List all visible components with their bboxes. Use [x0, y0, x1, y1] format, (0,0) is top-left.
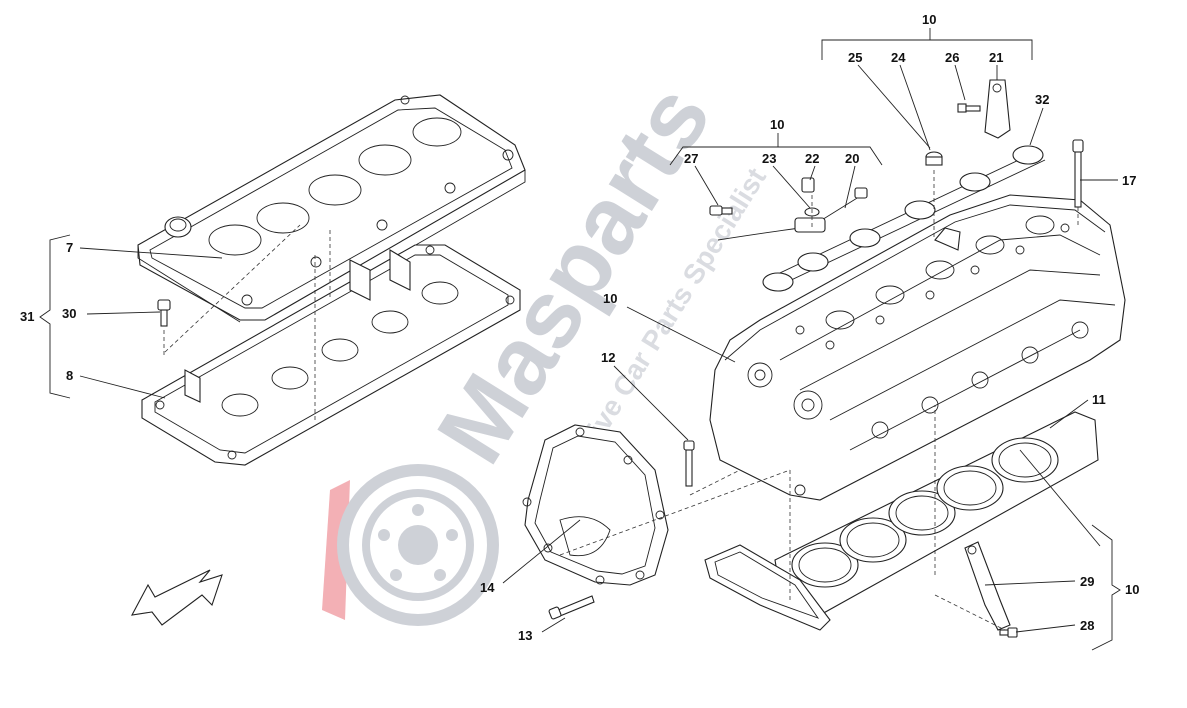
label-12: 12 — [601, 350, 615, 365]
label-20: 20 — [845, 151, 859, 166]
bolt-28 — [999, 627, 1018, 638]
label-13: 13 — [518, 628, 532, 643]
part-labels: 7 30 8 31 10 25 24 26 21 32 10 27 23 22 … — [20, 12, 1139, 643]
label-10-bottom: 10 — [1125, 582, 1139, 597]
bolt-27 — [709, 205, 733, 216]
bolt-12 — [683, 440, 695, 487]
label-29: 29 — [1080, 574, 1094, 589]
label-24: 24 — [891, 50, 906, 65]
label-26: 26 — [945, 50, 959, 65]
label-27: 27 — [684, 151, 698, 166]
label-23: 23 — [762, 151, 776, 166]
head-bolt-17 — [1072, 139, 1084, 208]
timing-cover-14 — [522, 424, 669, 586]
label-21: 21 — [989, 50, 1003, 65]
bolt-26 — [957, 103, 981, 113]
bolt-13 — [548, 595, 595, 620]
alignment-line — [934, 594, 1006, 631]
label-30: 30 — [62, 306, 76, 321]
label-7: 7 — [66, 240, 73, 255]
cylinder-head — [709, 194, 1126, 501]
label-17: 17 — [1122, 173, 1136, 188]
alignment-line — [164, 224, 301, 353]
leader-lines — [39, 28, 1121, 651]
label-8: 8 — [66, 368, 73, 383]
watermark-logo-icon — [322, 464, 499, 626]
bolt-30 — [157, 299, 171, 327]
label-32: 32 — [1035, 92, 1049, 107]
label-14: 14 — [480, 580, 495, 595]
label-28: 28 — [1080, 618, 1094, 633]
label-10-mid: 10 — [770, 117, 784, 132]
arrow-icon — [131, 569, 223, 626]
sensor-20 — [717, 187, 868, 241]
lower-gasket — [704, 544, 831, 631]
bracket-21 — [984, 79, 1011, 139]
label-31: 31 — [20, 309, 34, 324]
alignment-line — [559, 469, 791, 556]
label-11: 11 — [1092, 392, 1106, 407]
label-22: 22 — [805, 151, 819, 166]
label-10-top: 10 — [922, 12, 936, 27]
bracket-29 — [964, 541, 1011, 631]
intake-seal-chain-32 — [762, 145, 1046, 292]
valve-cover-gasket — [141, 244, 521, 466]
head-gasket-11 — [774, 411, 1099, 616]
alignment-line — [689, 469, 741, 496]
label-25: 25 — [848, 50, 862, 65]
sensor-22 — [801, 177, 815, 193]
plug-24 — [925, 151, 943, 166]
label-10-head: 10 — [603, 291, 617, 306]
valve-cover — [137, 94, 526, 333]
